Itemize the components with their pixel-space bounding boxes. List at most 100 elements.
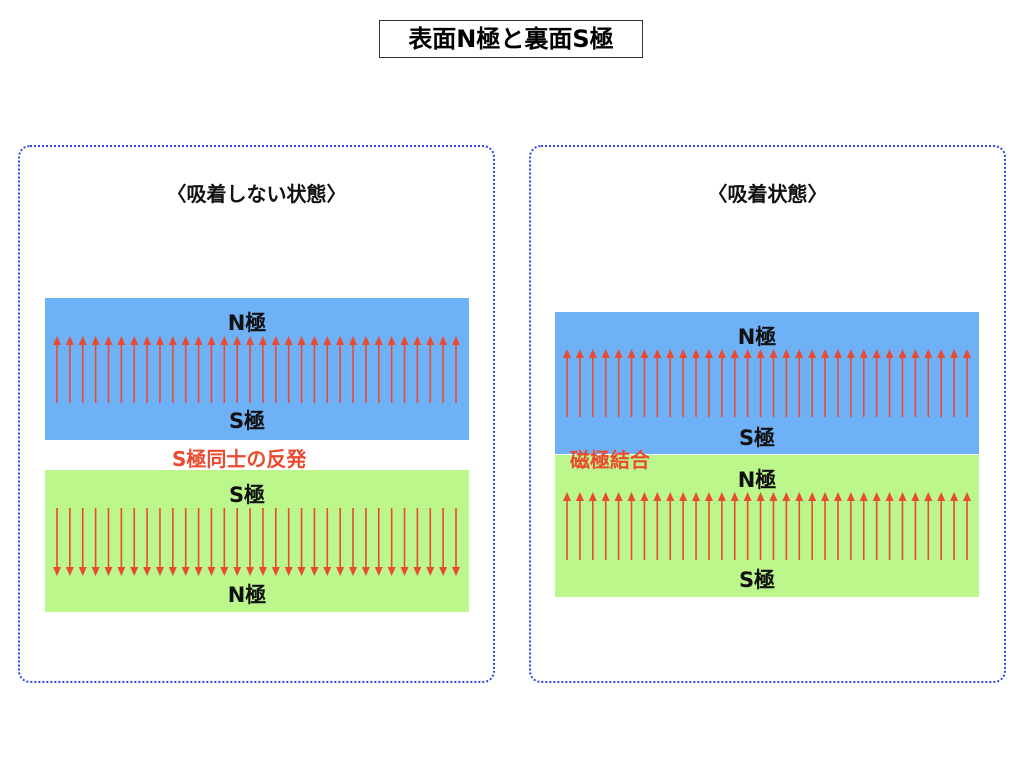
left-upper-bottom-label: S極 <box>228 409 266 433</box>
right-upper-arrow <box>575 349 584 417</box>
right-upper-arrow <box>653 349 662 417</box>
right-annotation: 磁極結合 <box>570 448 650 472</box>
left-lower-arrow <box>168 508 177 576</box>
left-lower-arrow <box>439 508 448 576</box>
right-upper-arrow <box>679 349 688 417</box>
right-upper-arrow <box>756 349 765 417</box>
left-upper-arrow <box>349 336 358 403</box>
right-lower-arrow <box>911 492 920 560</box>
right-upper-arrow <box>704 349 713 417</box>
right-lower-arrow <box>846 492 855 560</box>
left-upper-arrow <box>374 336 383 403</box>
left-upper-arrow <box>271 336 280 403</box>
left-lower-arrow <box>336 508 345 576</box>
right-lower-arrow <box>679 492 688 560</box>
right-upper-arrow <box>588 349 597 417</box>
left-upper-arrow <box>426 336 435 403</box>
right-upper-arrow <box>614 349 623 417</box>
right-lower-arrow <box>795 492 804 560</box>
right-lower-arrow <box>756 492 765 560</box>
left-lower-bottom-label: N極 <box>227 583 267 607</box>
right-upper-arrow <box>872 349 881 417</box>
right-lower-arrow <box>563 492 571 560</box>
left-lower-arrow <box>117 508 126 576</box>
right-lower-arrow <box>704 492 713 560</box>
left-upper-arrow <box>194 336 203 403</box>
left-lower-arrow <box>91 508 100 576</box>
left-lower-arrow <box>78 508 87 576</box>
left-upper-arrow <box>452 336 460 403</box>
left-lower-arrow <box>143 508 152 576</box>
left-lower-arrow <box>349 508 358 576</box>
left-lower-arrow <box>181 508 190 576</box>
right-upper-arrow <box>833 349 842 417</box>
right-lower-arrow <box>692 492 701 560</box>
left-upper-arrow <box>220 336 229 403</box>
left-upper-arrow <box>181 336 190 403</box>
right-upper-arrow <box>782 349 791 417</box>
right-lower-arrow <box>898 492 907 560</box>
left-upper-arrow <box>336 336 345 403</box>
left-panel-heading: 〈吸着しない状態〉 <box>166 182 347 206</box>
right-upper-arrow <box>601 349 610 417</box>
left-upper-arrow <box>168 336 177 403</box>
right-upper-arrow <box>666 349 675 417</box>
right-lower-arrow <box>730 492 739 560</box>
left-upper-arrow <box>387 336 396 403</box>
right-upper-arrow <box>821 349 830 417</box>
right-upper-arrow <box>692 349 701 417</box>
left-lower-arrow <box>130 508 139 576</box>
left-lower-arrow <box>65 508 74 576</box>
right-panel-heading: 〈吸着状態〉 <box>707 182 828 206</box>
right-upper-top-label: N極 <box>737 325 777 349</box>
right-lower-top-label: N極 <box>737 468 777 492</box>
left-lower-magnet <box>45 470 469 612</box>
right-lower-arrow <box>588 492 597 560</box>
left-lower-arrow <box>310 508 319 576</box>
left-lower-arrow <box>400 508 409 576</box>
right-lower-arrow <box>808 492 817 560</box>
left-upper-arrow <box>207 336 216 403</box>
left-upper-arrow <box>284 336 293 403</box>
left-upper-arrow <box>155 336 164 403</box>
left-lower-arrow <box>155 508 164 576</box>
left-lower-top-label: S極 <box>228 483 266 507</box>
left-lower-arrow <box>271 508 280 576</box>
right-upper-arrow <box>937 349 946 417</box>
left-lower-arrow <box>207 508 216 576</box>
left-upper-arrow <box>91 336 100 403</box>
right-lower-arrow <box>950 492 959 560</box>
right-lower-arrow <box>717 492 726 560</box>
right-lower-bottom-label: S極 <box>738 568 776 592</box>
left-upper-arrow <box>361 336 370 403</box>
left-upper-magnet <box>45 298 469 440</box>
right-upper-arrow <box>640 349 649 417</box>
right-lower-arrow <box>859 492 868 560</box>
left-lower-arrow <box>323 508 332 576</box>
right-lower-arrow <box>769 492 778 560</box>
right-lower-magnet <box>555 455 979 597</box>
left-upper-arrow <box>130 336 139 403</box>
diagram-title: 表面N極と裏面S極 <box>379 20 643 58</box>
left-upper-arrow <box>117 336 126 403</box>
left-lower-arrow <box>194 508 203 576</box>
left-upper-arrow <box>78 336 87 403</box>
right-lower-arrow <box>782 492 791 560</box>
right-upper-arrow <box>795 349 804 417</box>
left-upper-arrow <box>258 336 267 403</box>
left-upper-arrow <box>65 336 74 403</box>
right-lower-arrow <box>743 492 752 560</box>
left-upper-arrow <box>400 336 409 403</box>
right-upper-arrow <box>911 349 920 417</box>
left-lower-arrow <box>258 508 267 576</box>
right-lower-arrow <box>666 492 675 560</box>
right-lower-arrow <box>627 492 636 560</box>
right-upper-arrow <box>627 349 636 417</box>
left-annotation: S極同士の反発 <box>172 447 307 471</box>
left-lower-arrow <box>387 508 396 576</box>
right-lower-arrow <box>937 492 946 560</box>
left-lower-arrow <box>374 508 383 576</box>
left-lower-arrow <box>53 508 61 576</box>
right-lower-arrow <box>614 492 623 560</box>
